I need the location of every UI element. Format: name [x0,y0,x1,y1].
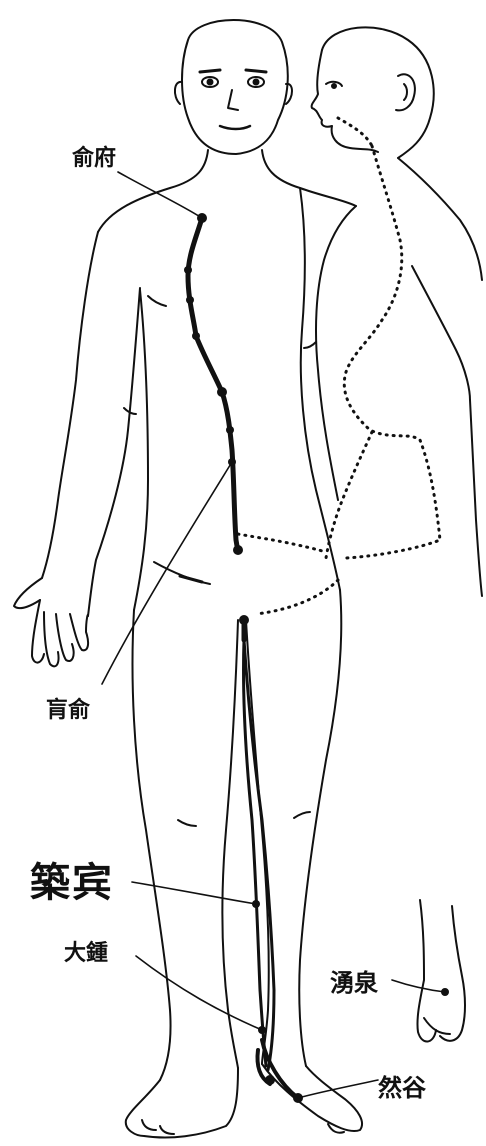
side-body-outline-icon [304,27,482,596]
front-head-icon [175,20,292,154]
meridian-dotted-line [238,118,440,614]
point-label-zhubin: 築宾 [30,850,114,908]
point-label-dazhong: 大鍾 [64,935,108,967]
point-label-shufu: 俞府 [72,140,116,172]
point-label-huangshu: 肓俞 [46,692,90,724]
meridian-solid-line [188,218,298,1098]
foot-sole-icon [417,900,465,1042]
point-label-rangu: 然谷 [378,1068,426,1103]
point-label-yongquan: 湧泉 [330,963,378,998]
